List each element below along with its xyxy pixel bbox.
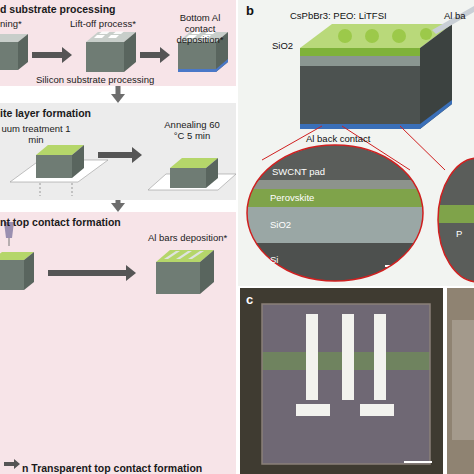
panel-letter: b bbox=[246, 3, 254, 18]
process-panel: nt top contact formation Al bars depositi… bbox=[0, 212, 236, 474]
step-arrow bbox=[48, 265, 136, 281]
step-label: uum treatment 1 min bbox=[0, 123, 72, 145]
part-label: SiO2 bbox=[270, 219, 291, 230]
step-arrow bbox=[140, 47, 170, 63]
step-label: Al bars deposition* bbox=[148, 232, 236, 243]
substrate-cube bbox=[86, 32, 136, 73]
photo bbox=[447, 288, 474, 474]
panel-heading: nt top contact formation bbox=[0, 216, 200, 229]
panel-background bbox=[0, 0, 236, 86]
inset-outline bbox=[247, 145, 423, 281]
al-bar bbox=[360, 404, 394, 416]
panel-heading: ite layer formation bbox=[0, 107, 200, 120]
step-arrow bbox=[32, 47, 72, 63]
process-panel: ite layer formation uum treatment 1 min An… bbox=[0, 103, 236, 200]
device-cube bbox=[156, 250, 214, 294]
step-label: Annealing 60 °C 5 min bbox=[160, 119, 224, 141]
step-label: Bottom Al contact deposition* bbox=[164, 12, 236, 45]
al-bar bbox=[374, 314, 386, 400]
process-panel: d substrate processing ning* Lift-off proc… bbox=[0, 0, 236, 86]
photo bbox=[240, 288, 443, 474]
part-label: SiO2 bbox=[272, 40, 293, 51]
flow-arrow bbox=[111, 200, 125, 212]
flow-arrow bbox=[111, 86, 125, 103]
step-arrow bbox=[98, 147, 142, 163]
part-label: P bbox=[456, 228, 462, 239]
step-label: Lift-off process* bbox=[70, 18, 150, 29]
step-arrow bbox=[4, 459, 20, 469]
sem-inset bbox=[430, 150, 474, 290]
part-label: SWCNT pad bbox=[272, 166, 325, 177]
al-bar bbox=[306, 314, 318, 400]
al-bar bbox=[342, 314, 354, 400]
panel-background bbox=[238, 288, 474, 474]
step-label: Silicon substrate processing bbox=[36, 74, 196, 85]
hotplate-cube bbox=[10, 145, 108, 196]
hotplate-cube bbox=[148, 158, 236, 190]
panel-background bbox=[0, 103, 236, 200]
panel-heading: d substrate processing bbox=[0, 3, 200, 16]
part-label: Al ba bbox=[444, 10, 466, 21]
part-label: Perovskite bbox=[270, 192, 314, 203]
part-label: CsPbBr3: PEO: LiTFSI bbox=[290, 10, 387, 21]
panel-background bbox=[0, 212, 236, 474]
al-bar bbox=[296, 404, 330, 416]
substrate-cube bbox=[0, 34, 28, 70]
step-label: n Transparent top contact formation bbox=[22, 462, 236, 474]
scale-bar bbox=[404, 461, 432, 463]
device-3d bbox=[300, 6, 474, 129]
panel-letter: c bbox=[246, 292, 253, 307]
part-label: Al back contact bbox=[306, 133, 370, 144]
sem-inset bbox=[240, 140, 430, 293]
step-label: ning* bbox=[0, 18, 40, 29]
part-label: Si bbox=[270, 254, 278, 265]
device-cube bbox=[0, 252, 34, 290]
inset-outline bbox=[438, 158, 474, 282]
device-photo bbox=[262, 304, 430, 464]
